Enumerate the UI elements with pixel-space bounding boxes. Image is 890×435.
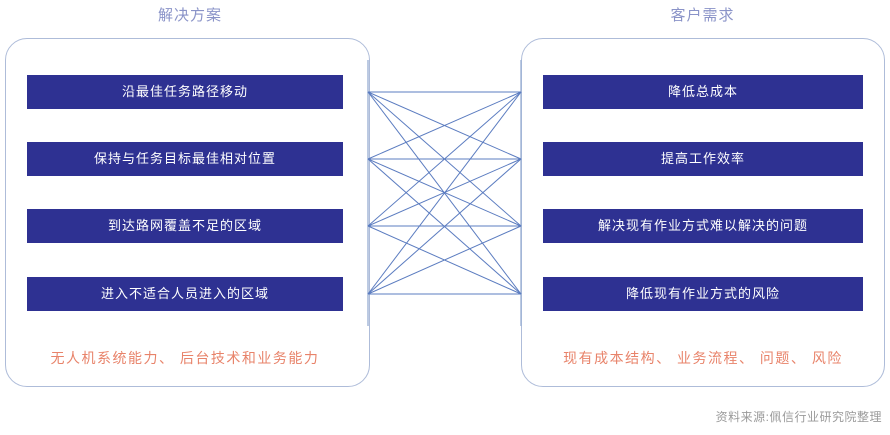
right-column-title: 客户需求 [670, 7, 735, 24]
solution-item-3[interactable]: 到达路网覆盖不足的区域 [27, 209, 343, 243]
solution-item-1[interactable]: 沿最佳任务路径移动 [27, 75, 343, 109]
customer-need-item-2[interactable]: 提高工作效率 [543, 142, 863, 176]
solutions-panel-caption: 无人机系统能力、 后台技术和业务能力 [50, 350, 320, 366]
source-note: 资料来源:佩信行业研究院整理 [715, 410, 882, 424]
customer-need-item-3[interactable]: 解决现有作业方式难以解决的问题 [543, 209, 863, 243]
solution-item-4[interactable]: 进入不适合人员进入的区域 [27, 277, 343, 311]
solution-item-2[interactable]: 保持与任务目标最佳相对位置 [27, 142, 343, 176]
customer-need-item-1[interactable]: 降低总成本 [543, 75, 863, 109]
customer-need-item-4[interactable]: 降低现有作业方式的风险 [543, 277, 863, 311]
left-column-title: 解决方案 [157, 7, 222, 24]
customer-needs-panel-caption: 现有成本结构、 业务流程、 问题、 风险 [563, 350, 843, 366]
